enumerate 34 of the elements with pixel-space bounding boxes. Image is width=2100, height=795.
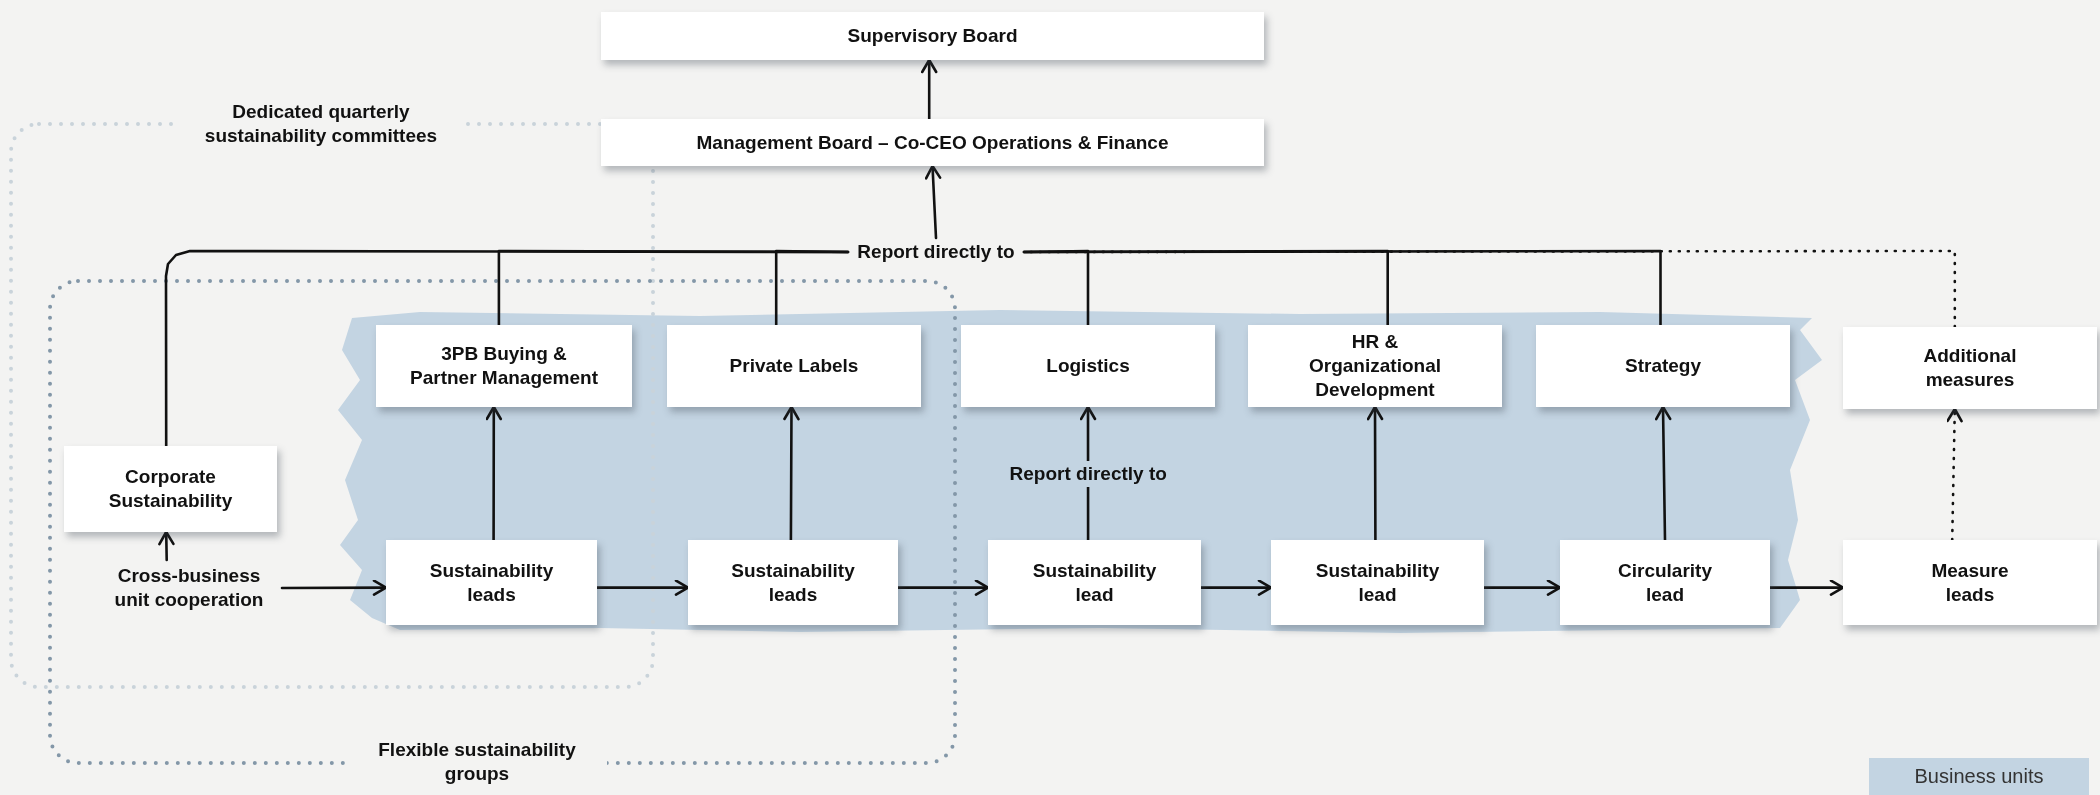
arrow	[595, 579, 690, 596]
org-unit-box: Corporate Sustainability	[64, 446, 277, 532]
org-unit-box: Private Labels	[667, 325, 921, 407]
arrow	[1366, 405, 1384, 542]
connector-line	[1022, 249, 1662, 327]
arrow	[1768, 579, 1845, 596]
arrow	[924, 164, 942, 240]
arrow	[896, 579, 990, 596]
org-unit-box: Sustainability leads	[688, 540, 898, 625]
legend-label: Business units	[1914, 765, 2044, 788]
org-unit-box: Supervisory Board	[601, 12, 1264, 60]
arrow	[1946, 407, 1963, 542]
arrow	[1199, 579, 1273, 596]
arrow	[158, 530, 175, 562]
arrow	[485, 405, 503, 542]
org-unit-box: Logistics	[961, 325, 1215, 407]
org-unit-box: Sustainability lead	[1271, 540, 1484, 625]
arrow	[1482, 579, 1562, 596]
arrow	[1654, 405, 1672, 542]
org-unit-box: 3PB Buying & Partner Management	[376, 325, 632, 407]
org-unit-box: Additional measures	[1843, 327, 2097, 409]
text-label: Report directly to	[848, 238, 1024, 266]
org-unit-box: HR & Organizational Development	[1248, 325, 1502, 407]
org-unit-box: Circularity lead	[1560, 540, 1770, 625]
org-unit-box: Sustainability leads	[386, 540, 597, 625]
arrow	[920, 58, 938, 121]
org-unit-box: Management Board – Co-CEO Operations & Finance	[601, 119, 1264, 166]
connector-line	[774, 249, 850, 327]
org-unit-box: Measure leads	[1843, 540, 2097, 625]
org-unit-box: Sustainability lead	[988, 540, 1201, 625]
arrow	[783, 405, 800, 542]
org-unit-box: Strategy	[1536, 325, 1790, 407]
text-label: Cross-business unit cooperation	[96, 560, 282, 616]
arrow	[280, 579, 388, 596]
